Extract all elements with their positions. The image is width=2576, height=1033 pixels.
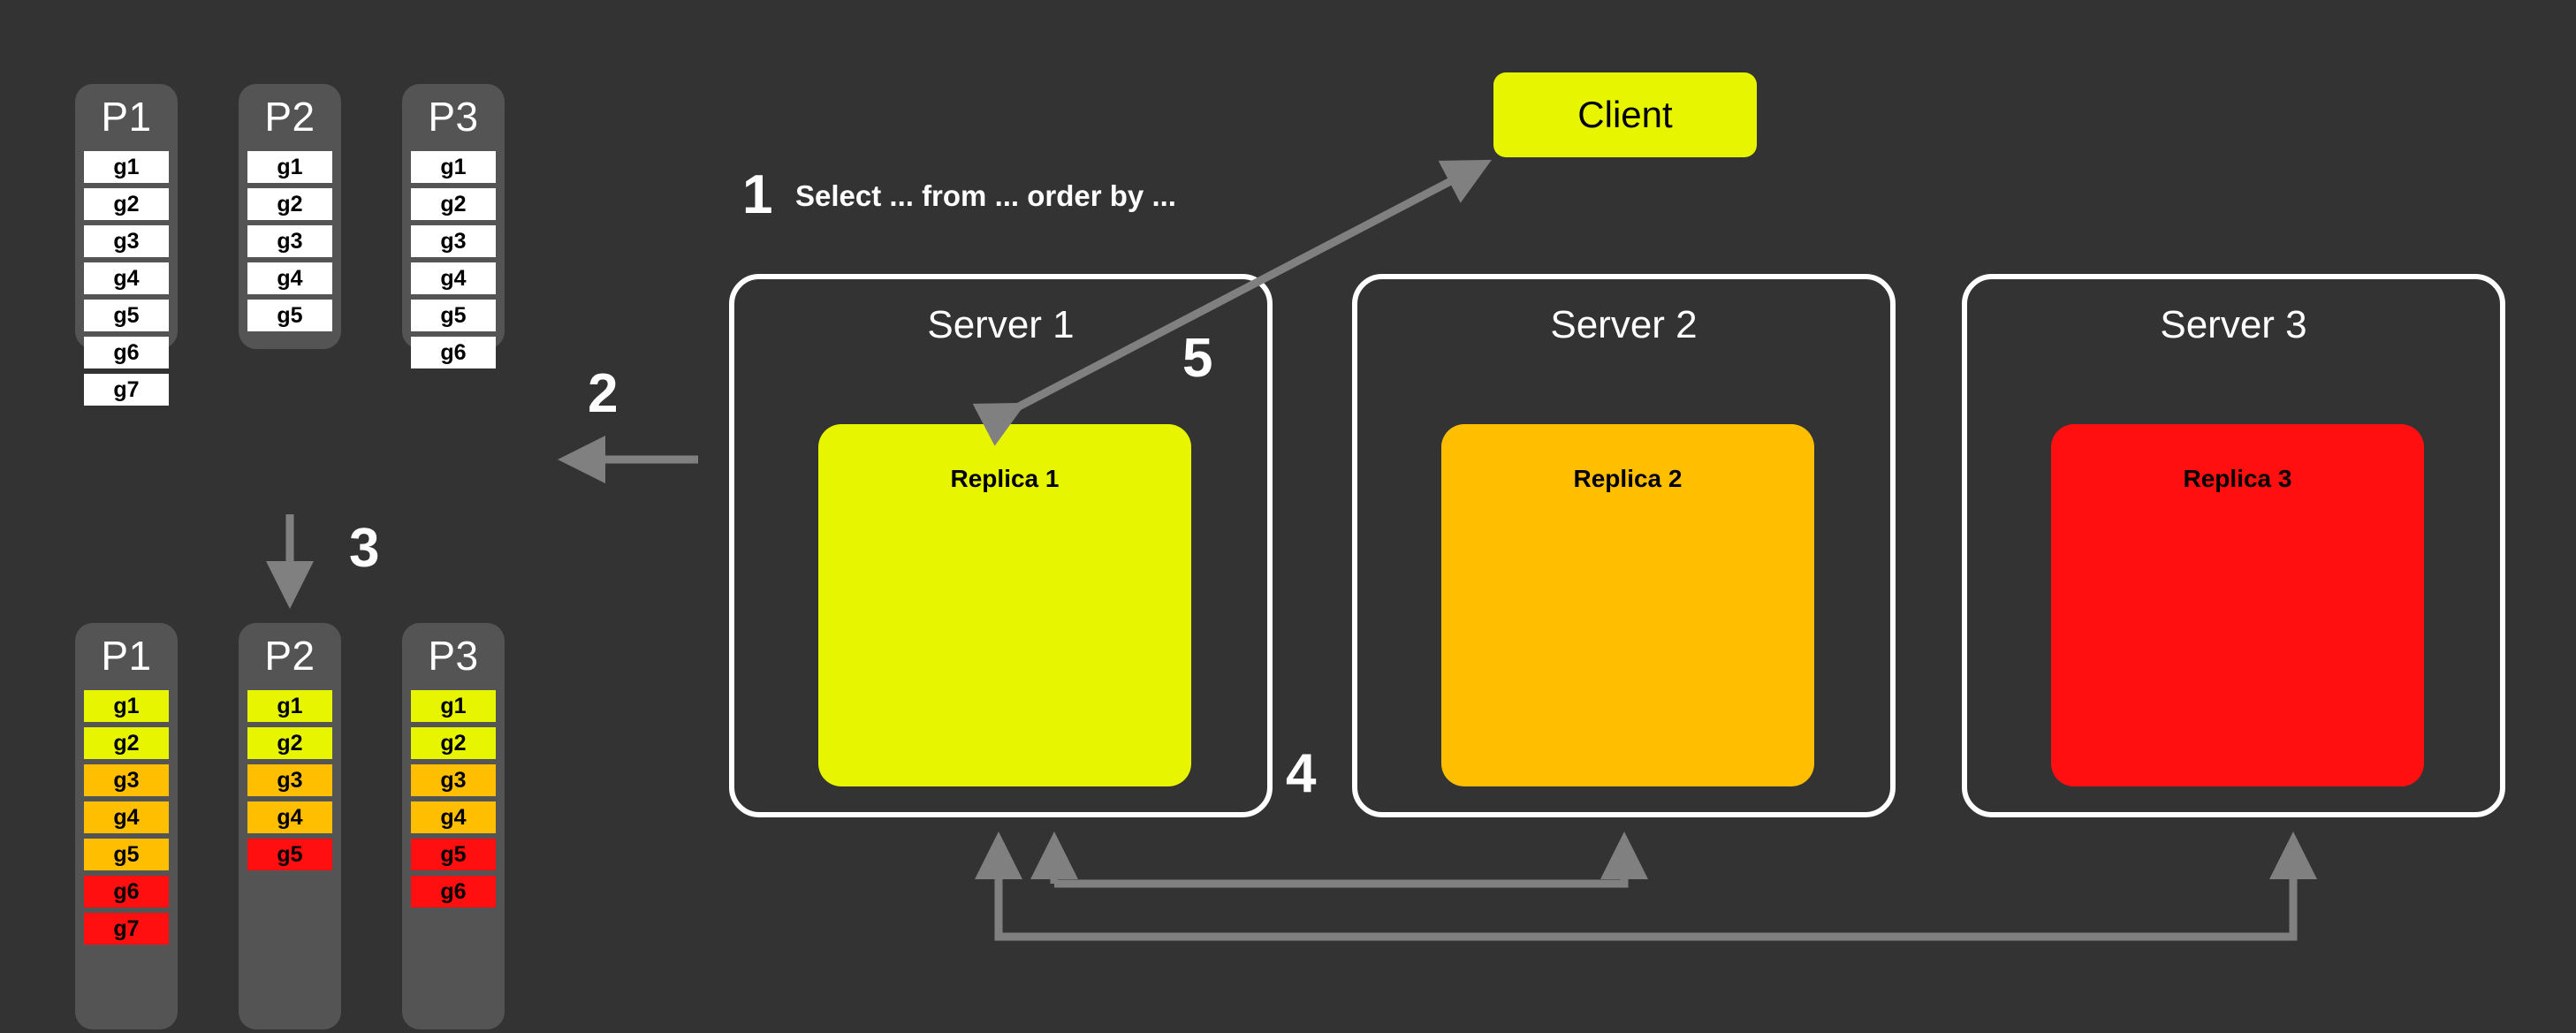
server-box-1[interactable]: Server 1 Replica 1: [729, 274, 1273, 817]
partition-cell: g1: [247, 151, 332, 183]
partition-cell: g4: [411, 801, 496, 833]
partition-column-bottom-p2: P2 g1 g2 g3 g4 g5: [239, 623, 341, 1029]
partition-cell: g1: [247, 690, 332, 722]
partition-cell: g6: [84, 876, 169, 908]
partition-cell: g7: [84, 913, 169, 945]
replica-box-2[interactable]: Replica 2: [1441, 424, 1814, 786]
partition-column-top-p1: P1 g1 g2 g3 g4 g5 g6 g7: [75, 84, 178, 406]
replica-box-3[interactable]: Replica 3: [2051, 424, 2424, 786]
partition-cell: g4: [247, 801, 332, 833]
partition-cell: g1: [84, 151, 169, 183]
partition-cells: g1 g2 g3 g4 g5: [239, 151, 341, 331]
partition-cell: g2: [84, 727, 169, 759]
partition-cell: g1: [84, 690, 169, 722]
step-number-5: 5: [1182, 328, 1213, 389]
partition-cell: g7: [84, 374, 169, 406]
client-node[interactable]: Client: [1493, 72, 1757, 157]
step-number-1: 1: [742, 164, 773, 225]
partition-cells: g1 g2 g3 g4 g5 g6 g7: [75, 151, 178, 406]
partition-cell: g2: [411, 727, 496, 759]
partition-cell: g5: [411, 839, 496, 870]
partition-column-top-p3: P3 g1 g2 g3 g4 g5 g6: [402, 84, 505, 368]
partition-cell: g5: [247, 300, 332, 331]
server-box-3[interactable]: Server 3 Replica 3: [1962, 274, 2505, 817]
replica-label: Replica 1: [950, 465, 1060, 492]
step-1-query-text: Select ... from ... order by ...: [795, 179, 1176, 212]
partition-cell: g3: [411, 225, 496, 257]
partition-cell: g5: [84, 839, 169, 870]
partition-cell: g4: [84, 801, 169, 833]
partition-cell: g2: [247, 188, 332, 220]
step-number-4: 4: [1286, 743, 1317, 804]
partition-cell: g4: [411, 262, 496, 294]
partition-cell: g6: [411, 876, 496, 908]
partition-cell: g3: [411, 764, 496, 796]
server-box-2[interactable]: Server 2 Replica 2: [1352, 274, 1896, 817]
partition-cell: g3: [247, 764, 332, 796]
partition-title: P3: [428, 94, 479, 140]
partition-cell: g4: [84, 262, 169, 294]
partition-cell: g3: [247, 225, 332, 257]
partition-cells: g1 g2 g3 g4 g5: [239, 690, 341, 870]
step-number-2: 2: [588, 363, 619, 424]
partition-cell: g2: [411, 188, 496, 220]
partition-cell: g4: [247, 262, 332, 294]
partition-title: P2: [264, 94, 315, 140]
replica-label: Replica 3: [2183, 465, 2292, 492]
partition-cell: g6: [84, 337, 169, 368]
client-label: Client: [1577, 94, 1673, 135]
partition-title: P3: [428, 633, 479, 679]
partition-cell: g5: [411, 300, 496, 331]
arrow-step-4: [975, 832, 2317, 941]
replica-box-1[interactable]: Replica 1: [818, 424, 1191, 786]
partition-cells: g1 g2 g3 g4 g5 g6: [402, 690, 505, 908]
partition-cell: g3: [84, 225, 169, 257]
partition-cell: g1: [411, 151, 496, 183]
partition-cells: g1 g2 g3 g4 g5 g6: [402, 151, 505, 368]
server-title: Server 3: [2160, 303, 2307, 346]
partition-cell: g2: [84, 188, 169, 220]
partition-column-bottom-p3: P3 g1 g2 g3 g4 g5 g6: [402, 623, 505, 1029]
partition-cell: g6: [411, 337, 496, 368]
partition-cell: g3: [84, 764, 169, 796]
partition-cell: g1: [411, 690, 496, 722]
partition-cell: g5: [84, 300, 169, 331]
partition-title: P2: [264, 633, 315, 679]
partition-cell: g5: [247, 839, 332, 870]
step-number-3: 3: [349, 518, 380, 579]
partition-column-top-p2: P2 g1 g2 g3 g4 g5: [239, 84, 341, 349]
partition-title: P1: [101, 633, 152, 679]
partition-column-bottom-p1: P1 g1 g2 g3 g4 g5 g6 g7: [75, 623, 178, 1029]
partition-cells: g1 g2 g3 g4 g5 g6 g7: [75, 690, 178, 945]
server-title: Server 2: [1550, 303, 1698, 346]
partition-cell: g2: [247, 727, 332, 759]
replica-label: Replica 2: [1573, 465, 1683, 492]
partition-title: P1: [101, 94, 152, 140]
